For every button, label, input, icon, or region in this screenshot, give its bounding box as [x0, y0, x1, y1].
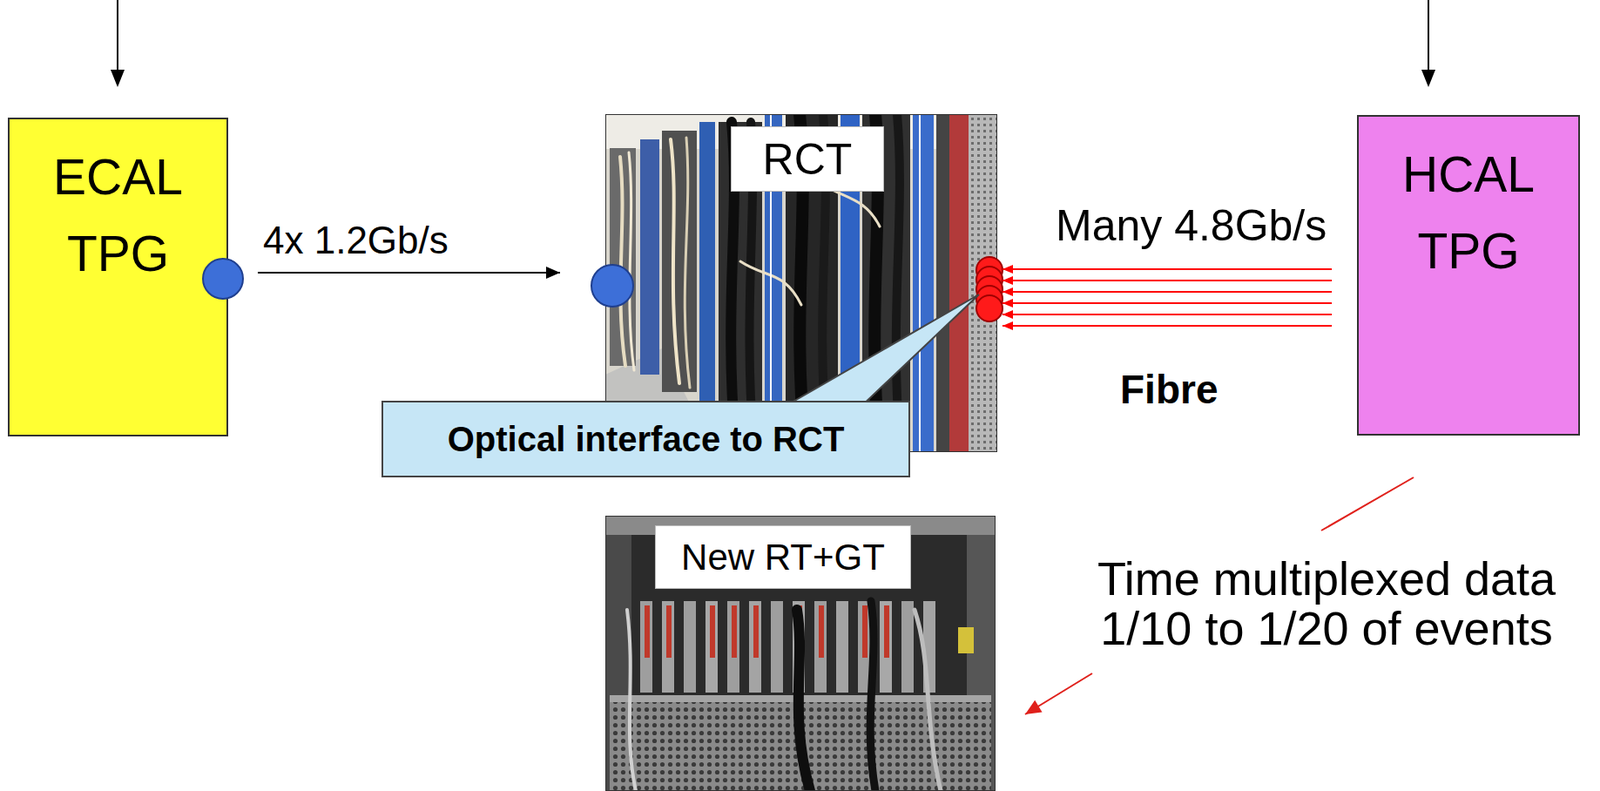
crate-cards: [879, 600, 892, 693]
crate-photo: [605, 515, 996, 791]
rct-photo: [628, 152, 635, 371]
crate-cards: [753, 605, 759, 658]
edge-label: Time multiplexed data 1/10 to 1/20 of ev…: [1060, 553, 1593, 653]
connector-line: [1002, 313, 1332, 316]
connector-line: [1002, 302, 1332, 304]
connector: [257, 266, 561, 279]
photo-title: New RT+GT: [681, 536, 885, 579]
connector-line: [1002, 268, 1332, 271]
crate-cards: [901, 600, 914, 693]
fibre-connectors: [976, 295, 1003, 322]
input-arrow: [1421, 69, 1436, 88]
arrow-head: [1002, 298, 1013, 308]
callout-pointer: [779, 294, 979, 410]
fibre-connectors: [976, 256, 1003, 322]
input-arrow: [1427, 0, 1430, 74]
crate-photo: [605, 515, 996, 791]
rct-photo: [918, 114, 921, 453]
crate-cards: [770, 600, 784, 693]
arrow-head: [1002, 310, 1013, 319]
photo-title: RCT: [762, 134, 853, 185]
crate-photo: [870, 600, 876, 791]
crate-cards: [661, 600, 675, 693]
crate-cards: [884, 605, 890, 658]
callout-box: Optical interface to RCT: [381, 400, 911, 478]
arrow-head: [1025, 700, 1043, 715]
crate-cards: [727, 600, 740, 693]
photo-panel: New RT+GT: [605, 515, 996, 791]
rct-photo: [661, 130, 697, 392]
crate-photo: [796, 609, 811, 791]
process-box: ECAL TPG: [7, 117, 229, 437]
crate-photo: [958, 627, 974, 654]
connector-line: [257, 271, 561, 274]
crate-cards: [814, 600, 827, 693]
edge-label: 4x 1.2Gb/s: [263, 218, 449, 264]
connector-line: [1025, 673, 1093, 715]
note-label: Fibre: [1120, 365, 1218, 413]
input-arrow: [110, 69, 125, 88]
rct-photo: [640, 139, 660, 375]
crate-cards: [836, 600, 849, 693]
connector-dot: [202, 257, 244, 300]
crate-cards: [683, 600, 696, 693]
rct-photo: [670, 139, 680, 384]
rct-photo: [912, 114, 934, 453]
input-arrow: [110, 0, 1436, 88]
connector-line: [1321, 477, 1414, 531]
rct-photo: [949, 114, 969, 453]
crate-cards: [731, 605, 737, 658]
rct-photo: [684, 137, 690, 388]
crate-photo: [627, 609, 636, 791]
arrow-head: [1002, 287, 1013, 297]
arrow-head: [546, 266, 561, 279]
crate-cards: [705, 600, 718, 693]
arrow-head: [1002, 264, 1013, 274]
connector: [1002, 264, 1332, 331]
input-arrow: [116, 0, 119, 74]
node-label: Optical interface to RCT: [447, 419, 845, 460]
crate-cards: [818, 605, 824, 658]
crate-cards: [666, 605, 672, 658]
crate-cards: [749, 600, 762, 693]
crate-cards: [640, 600, 653, 693]
connector-line: [1002, 279, 1332, 282]
connector-line: [1002, 290, 1332, 293]
crate-cards: [862, 605, 868, 658]
crate-cards: [640, 600, 936, 693]
crate-photo: [627, 600, 941, 791]
arrow-head: [1002, 276, 1013, 285]
process-box: HCAL TPG: [1356, 114, 1580, 436]
arrow-head: [1002, 321, 1013, 331]
photo-label: New RT+GT: [654, 525, 912, 589]
rct-photo: [936, 114, 950, 453]
edge-label: Many 4.8Gb/s: [1055, 201, 1327, 252]
crate-cards: [709, 605, 716, 658]
photo-label: RCT: [730, 126, 885, 192]
crate-photo: [605, 515, 996, 791]
crate-cards: [644, 605, 650, 658]
node-label: ECAL TPG: [18, 138, 218, 293]
rct-photo: [620, 156, 626, 366]
connector-dot: [591, 264, 634, 307]
node-label: HCAL TPG: [1367, 135, 1570, 291]
crate-photo: [914, 609, 941, 791]
connector-line: [1002, 324, 1332, 327]
